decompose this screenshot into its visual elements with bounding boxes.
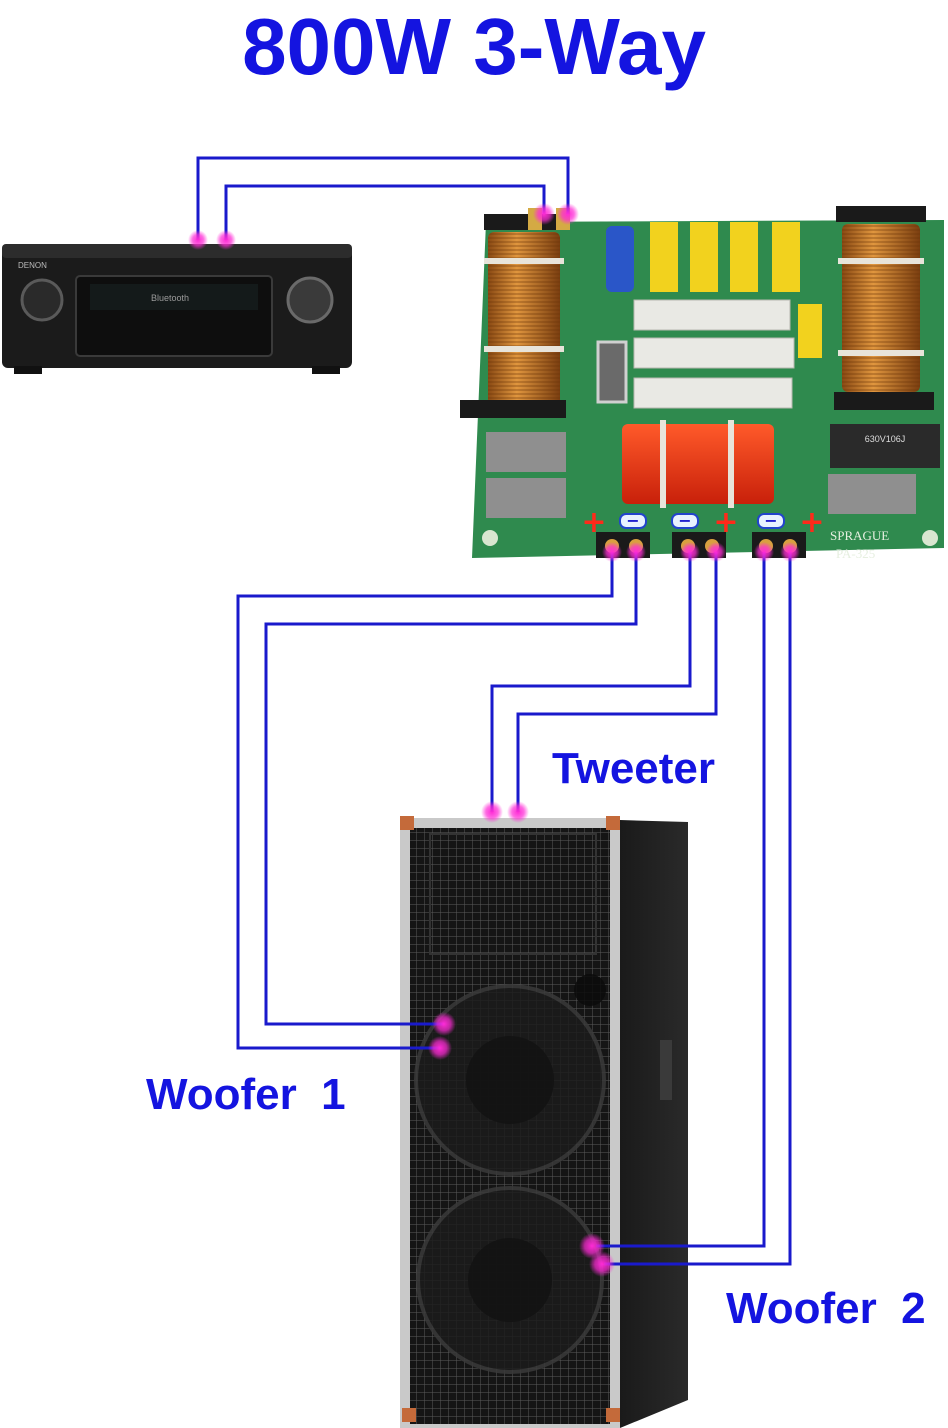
polarity-mark-3: − bbox=[678, 511, 691, 530]
red-inductor bbox=[622, 420, 774, 508]
ceramic-resistors bbox=[633, 299, 822, 409]
wire-input-2 bbox=[224, 184, 546, 240]
wire-woofer1-a bbox=[236, 552, 614, 1050]
grey-capacitors: 630V106J bbox=[486, 424, 940, 518]
tweeter-label: Tweeter bbox=[552, 744, 716, 793]
woofer-2-label: Woofer 2 bbox=[726, 1284, 926, 1333]
av-receiver: Bluetooth DENON bbox=[2, 244, 352, 374]
pcb-brand-silkscreen: SPRAGUE bbox=[830, 528, 889, 543]
crossover-board: 630V106J SPRAGUE PA-325 + − − + bbox=[460, 206, 944, 561]
polarity-mark-4: + bbox=[713, 505, 738, 540]
receiver-brand-logo: DENON bbox=[18, 261, 47, 270]
wire-woofer1-b bbox=[264, 552, 638, 1026]
receiver-display-text: Bluetooth bbox=[151, 293, 189, 303]
polarity-marks: + − − + − + bbox=[581, 505, 824, 540]
polarity-mark-6: + bbox=[799, 505, 824, 540]
blue-capacitor bbox=[606, 226, 634, 292]
right-air-core-coil bbox=[834, 206, 934, 410]
polarity-mark-1: + bbox=[581, 505, 606, 540]
speaker-cabinet bbox=[400, 816, 688, 1428]
page-title: 800W 3-Way bbox=[242, 2, 706, 91]
connection-points bbox=[188, 203, 800, 1277]
polarity-mark-5: − bbox=[764, 511, 777, 530]
wiring bbox=[196, 156, 792, 1266]
polarity-mark-2: − bbox=[626, 511, 639, 530]
wire-tweeter-a bbox=[490, 552, 692, 812]
wire-woofer2-b bbox=[604, 552, 792, 1266]
wire-woofer2-a bbox=[596, 552, 766, 1248]
capacitor-rating-text: 630V106J bbox=[865, 434, 906, 444]
left-air-core-coil bbox=[460, 214, 568, 418]
receiver-input-knob bbox=[20, 278, 64, 322]
pcb-model-silkscreen: PA-325 bbox=[836, 546, 875, 561]
woofer-1-label: Woofer 1 bbox=[146, 1070, 346, 1119]
yellow-capacitors bbox=[650, 222, 800, 292]
receiver-volume-knob bbox=[286, 276, 334, 324]
wire-tweeter-b bbox=[516, 552, 718, 812]
selector-switch bbox=[596, 340, 628, 404]
wire-input-1 bbox=[196, 156, 570, 240]
